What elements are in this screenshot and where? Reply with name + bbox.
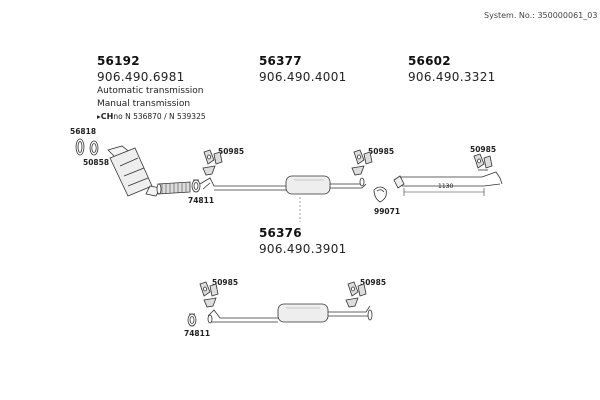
middle-silencer-56376	[207, 303, 373, 324]
label-74811-bottom: 74811	[184, 329, 211, 338]
middle-silencer-56377	[199, 175, 367, 195]
part-number-56192: 56192	[97, 54, 140, 68]
system-number: System. No.: 350000061_03	[484, 11, 598, 20]
part-number-56377: 56377	[259, 54, 302, 68]
clamp-50858	[89, 140, 99, 156]
label-50985-c: 50985	[470, 145, 497, 154]
note-automatic: Automatic transmission	[97, 86, 204, 96]
oem-number-group1: 906.490.6981	[97, 70, 185, 84]
clamp-74811-top	[191, 179, 201, 193]
oem-number-group4: 906.490.3901	[259, 242, 347, 256]
arrow-right-icon: ▸	[97, 112, 101, 121]
chassis-range: ▸CHno N 536870 / N 539325	[97, 112, 206, 121]
chassis-text: no N 536870 / N 539325	[113, 112, 206, 121]
label-50985-b: 50985	[368, 147, 395, 156]
dimension-label: 1130	[438, 183, 454, 190]
label-50985-d: 50985	[212, 278, 239, 287]
rubber-hanger-50985-a	[202, 149, 223, 176]
gasket-ring-56818	[75, 138, 85, 156]
rubber-hanger-50985-c	[473, 153, 493, 171]
label-50985-a: 50985	[218, 147, 245, 156]
catalytic-converter-56192	[107, 145, 191, 197]
label-99071: 99071	[374, 207, 401, 216]
rubber-hanger-50985-b	[351, 149, 373, 176]
label-74811-top: 74811	[188, 196, 215, 205]
chassis-prefix: CH	[100, 112, 114, 121]
oem-number-group3: 906.490.3321	[408, 70, 496, 84]
rubber-hanger-50985-e	[345, 281, 367, 308]
label-50985-e: 50985	[360, 278, 387, 287]
clamp-99071	[373, 186, 387, 203]
oem-number-group2: 906.490.4001	[259, 70, 347, 84]
rubber-hanger-50985-d	[199, 281, 219, 308]
clamp-74811-bottom	[187, 313, 197, 327]
part-number-56602: 56602	[408, 54, 451, 68]
note-manual: Manual transmission	[97, 99, 191, 109]
part-number-56376: 56376	[259, 226, 302, 240]
label-50858: 50858	[83, 158, 110, 167]
rear-pipe-56602	[393, 171, 503, 196]
label-56818: 56818	[70, 127, 97, 136]
